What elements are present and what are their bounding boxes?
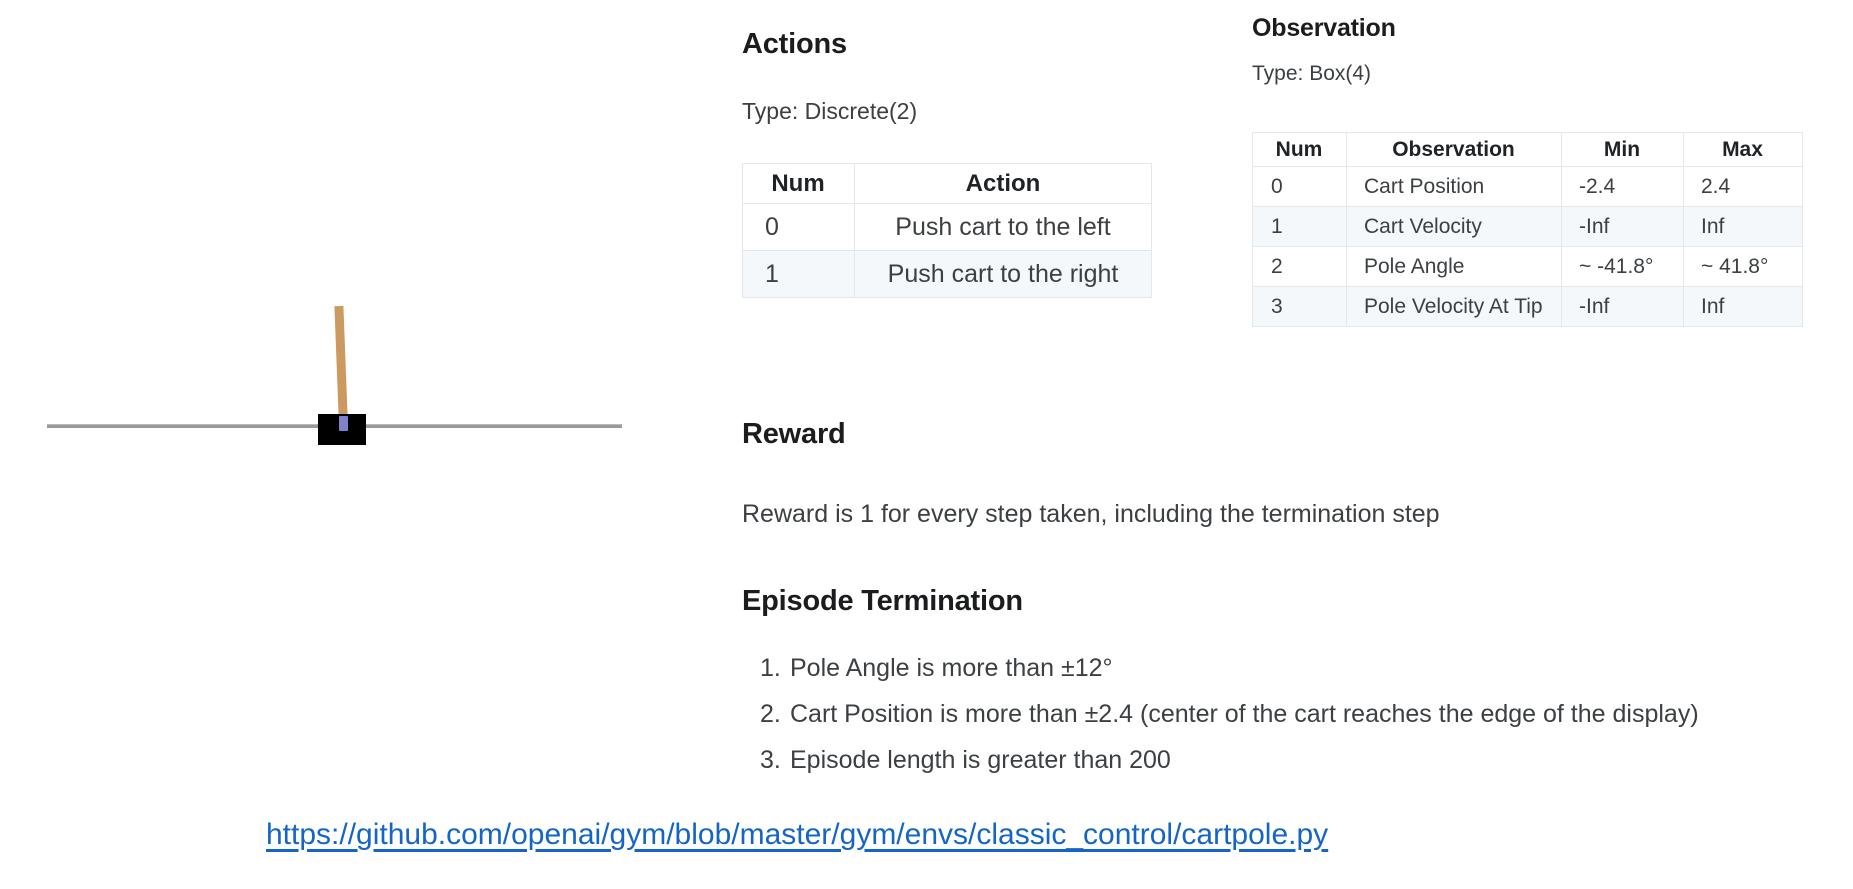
observation-cell-num: 3 — [1252, 286, 1347, 327]
list-item-marker: 1. — [760, 654, 781, 682]
observation-col-num-header: Num — [1252, 132, 1347, 167]
actions-cell-num: 0 — [742, 203, 855, 251]
observation-cell-min: ~ -41.8° — [1561, 246, 1684, 287]
table-row: 0 Push cart to the left — [742, 203, 1152, 251]
observation-cell-num: 1 — [1252, 206, 1347, 247]
observation-col-min-header: Min — [1561, 132, 1684, 167]
list-item-text: Cart Position is more than ±2.4 (center … — [790, 700, 1699, 728]
table-row: 1 Push cart to the right — [742, 250, 1152, 298]
observation-cell-max: ~ 41.8° — [1683, 246, 1803, 287]
observation-heading: Observation — [1252, 14, 1396, 42]
observation-col-max-header: Max — [1683, 132, 1803, 167]
actions-cell-action: Push cart to the left — [854, 203, 1152, 251]
observation-cell-max: Inf — [1683, 286, 1803, 327]
episode-termination-list: 1. Pole Angle is more than ±12° 2. Cart Po… — [760, 645, 1699, 783]
list-item-marker: 3. — [760, 746, 781, 774]
observation-cell-min: -Inf — [1561, 286, 1684, 327]
observation-cell-min: -2.4 — [1561, 166, 1684, 207]
observation-cell-name: Pole Velocity At Tip — [1346, 286, 1562, 327]
observation-cell-name: Cart Position — [1346, 166, 1562, 207]
actions-heading: Actions — [742, 28, 847, 60]
observation-cell-max: 2.4 — [1683, 166, 1803, 207]
list-item: 2. Cart Position is more than ±2.4 (cente… — [760, 691, 1699, 737]
table-row: 1 Cart Velocity -Inf Inf — [1252, 206, 1803, 247]
actions-table: Num Action 0 Push cart to the left 1 Pus… — [742, 163, 1152, 298]
episode-termination-heading: Episode Termination — [742, 585, 1023, 617]
observation-cell-num: 0 — [1252, 166, 1347, 207]
list-item-marker: 2. — [760, 700, 781, 728]
table-row: 3 Pole Velocity At Tip -Inf Inf — [1252, 286, 1803, 327]
table-row: 0 Cart Position -2.4 2.4 — [1252, 166, 1803, 207]
observation-table-header-row: Num Observation Min Max — [1252, 132, 1803, 167]
observation-table: Num Observation Min Max 0 Cart Position … — [1252, 132, 1803, 327]
reward-text: Reward is 1 for every step taken, includ… — [742, 500, 1440, 528]
cartpole-pole — [334, 305, 348, 427]
list-item: 1. Pole Angle is more than ±12° — [760, 645, 1699, 691]
actions-cell-action: Push cart to the right — [854, 250, 1152, 298]
observation-cell-max: Inf — [1683, 206, 1803, 247]
observation-cell-name: Pole Angle — [1346, 246, 1562, 287]
cartpole-axle — [339, 416, 348, 431]
actions-col-num-header: Num — [742, 163, 855, 204]
actions-table-header-row: Num Action — [742, 163, 1152, 204]
reward-heading: Reward — [742, 418, 846, 450]
observation-col-observation-header: Observation — [1346, 132, 1562, 167]
list-item-text: Pole Angle is more than ±12° — [790, 654, 1113, 682]
actions-type-label: Type: Discrete(2) — [742, 98, 918, 124]
cartpole-simulation-viewport — [0, 0, 700, 820]
observation-cell-min: -Inf — [1561, 206, 1684, 247]
observation-type-label: Type: Box(4) — [1252, 62, 1372, 85]
observation-cell-num: 2 — [1252, 246, 1347, 287]
observation-cell-name: Cart Velocity — [1346, 206, 1562, 247]
list-item-text: Episode length is greater than 200 — [790, 746, 1171, 774]
table-row: 2 Pole Angle ~ -41.8° ~ 41.8° — [1252, 246, 1803, 287]
actions-cell-num: 1 — [742, 250, 855, 298]
actions-col-action-header: Action — [854, 163, 1152, 204]
source-code-link[interactable]: https://github.com/openai/gym/blob/maste… — [266, 818, 1329, 851]
list-item: 3. Episode length is greater than 200 — [760, 737, 1699, 783]
